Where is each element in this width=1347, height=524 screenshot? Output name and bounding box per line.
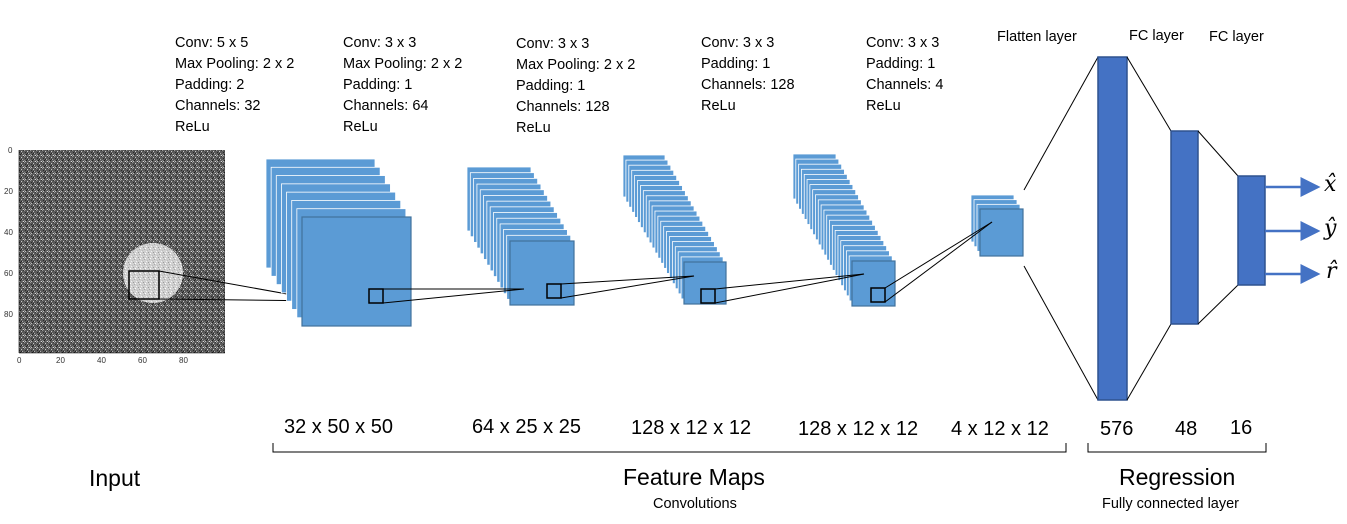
feature-maps-brace — [272, 443, 1067, 453]
conv-config-3: Conv: 3 x 3 Max Pooling: 2 x 2 Padding: … — [516, 34, 635, 139]
feature-map-stack-4 — [792, 153, 896, 307]
input-section-label: Input — [89, 465, 141, 491]
config-line: Padding: 1 — [343, 77, 413, 93]
config-line: Conv: 3 x 3 — [701, 35, 775, 51]
dim-label-1: 32 x 50 x 50 — [284, 416, 393, 438]
kernel-square-3 — [700, 288, 716, 304]
fc-size-16: 16 — [1230, 417, 1253, 439]
input-ytick: 40 — [4, 228, 13, 237]
conv-config-2: Conv: 3 x 3 Max Pooling: 2 x 2 Padding: … — [343, 33, 462, 138]
config-line: Max Pooling: 2 x 2 — [343, 56, 463, 72]
feature-map-layer — [851, 260, 896, 307]
feature-map-stack-2 — [466, 166, 575, 306]
feature-map-stack-5 — [970, 194, 1024, 257]
feature-map-layer — [979, 208, 1024, 257]
config-line: Conv: 3 x 3 — [343, 35, 417, 51]
dim-label-5: 4 x 12 x 12 — [951, 418, 1049, 440]
regression-brace — [1087, 443, 1267, 453]
fc-size-576: 576 — [1100, 418, 1134, 440]
fc-layer-label-2: FC layer — [1209, 29, 1264, 45]
input-ytick: 80 — [4, 310, 13, 319]
input-xtick: 60 — [138, 356, 147, 365]
config-line: ReLu — [516, 120, 551, 136]
dim-label-3: 128 x 12 x 12 — [631, 417, 752, 439]
config-line: Padding: 1 — [701, 56, 771, 72]
config-line: Channels: 32 — [175, 98, 261, 114]
dim-label-2: 64 x 25 x 25 — [472, 416, 581, 438]
config-line: Channels: 64 — [343, 98, 429, 114]
input-xtick: 0 — [17, 356, 22, 365]
dim-label-4: 128 x 12 x 12 — [798, 418, 919, 440]
fc-layer-576 — [1097, 56, 1128, 401]
feature-map-stack-1 — [265, 158, 412, 327]
config-line: ReLu — [343, 119, 378, 135]
feature-map-layer — [683, 261, 727, 305]
config-line: Channels: 128 — [701, 77, 795, 93]
fc-layer-16 — [1237, 175, 1266, 286]
flatten-layer-label: Flatten layer — [997, 29, 1077, 45]
config-line: ReLu — [175, 119, 210, 135]
output-x-hat: x̂ — [1324, 172, 1337, 197]
conv-config-5: Conv: 3 x 3 Padding: 1 Channels: 4 ReLu — [866, 33, 943, 117]
input-image — [18, 150, 225, 354]
config-line: Conv: 3 x 3 — [516, 36, 590, 52]
config-line: Padding: 1 — [516, 78, 586, 94]
config-line: ReLu — [866, 98, 901, 114]
feature-map-stack-3 — [622, 154, 727, 305]
input-xtick: 40 — [97, 356, 106, 365]
config-line: Padding: 1 — [866, 56, 936, 72]
conv-config-4: Conv: 3 x 3 Padding: 1 Channels: 128 ReL… — [701, 33, 795, 117]
input-xtick: 20 — [56, 356, 65, 365]
feature-map-layer — [301, 216, 412, 327]
fc-layer-48 — [1170, 130, 1199, 325]
config-line: Max Pooling: 2 x 2 — [516, 57, 636, 73]
config-line: ReLu — [701, 98, 736, 114]
config-line: Padding: 2 — [175, 77, 245, 93]
output-r-hat: r̂ — [1326, 259, 1337, 284]
input-ytick: 60 — [4, 269, 13, 278]
regression-subtitle: Fully connected layer — [1102, 496, 1240, 512]
kernel-square-2 — [546, 283, 562, 299]
config-line: Channels: 128 — [516, 99, 610, 115]
kernel-square-4 — [870, 287, 886, 303]
input-ytick: 20 — [4, 187, 13, 196]
conv-config-1: Conv: 5 x 5 Max Pooling: 2 x 2 Padding: … — [175, 33, 294, 138]
feature-maps-section-label: Feature Maps — [623, 464, 765, 490]
config-line: Max Pooling: 2 x 2 — [175, 56, 295, 72]
feature-maps-subtitle: Convolutions — [653, 496, 737, 512]
input-xtick: 80 — [179, 356, 188, 365]
kernel-square-1 — [368, 288, 384, 304]
fc-layer-label-1: FC layer — [1129, 28, 1184, 44]
config-line: Conv: 5 x 5 — [175, 35, 249, 51]
output-y-hat: ŷ — [1324, 216, 1337, 241]
input-ytick: 0 — [8, 146, 13, 155]
regression-section-label: Regression — [1119, 464, 1236, 490]
feature-map-layer — [509, 240, 575, 306]
config-line: Channels: 4 — [866, 77, 944, 93]
config-line: Conv: 3 x 3 — [866, 35, 940, 51]
fc-size-48: 48 — [1175, 418, 1198, 440]
